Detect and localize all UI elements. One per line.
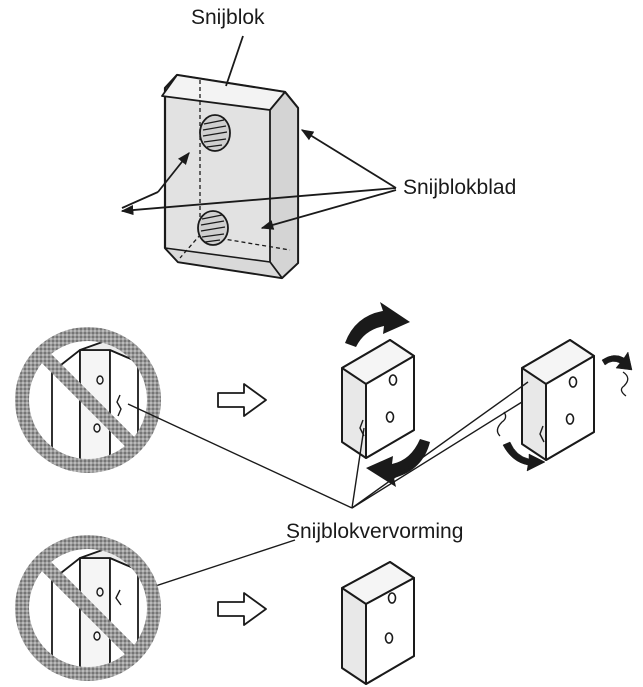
- rotate-arrow-icon: [345, 302, 430, 487]
- deformation-leader-lines: [124, 381, 529, 597]
- cutting-block-bottom: [341, 561, 415, 685]
- prohibited-icon: [15, 327, 161, 473]
- blade-pointer-arrows: [120, 129, 397, 230]
- cutting-block-rotate-b: [521, 339, 595, 461]
- label-snijblokvervorming: Snijblokvervorming: [286, 520, 463, 543]
- prohibited-icon: [15, 535, 161, 681]
- rotate-arrow-icon: [496, 351, 633, 472]
- cutting-block-main: [161, 73, 300, 280]
- arrow-right-outline-icon: [217, 383, 267, 417]
- threaded-hole-top: [199, 114, 231, 152]
- cutting-block-rotate-a: [341, 339, 415, 459]
- threaded-hole-bottom: [197, 210, 229, 246]
- label-snijblok: Snijblok: [191, 6, 265, 29]
- leader-snijblok: [225, 35, 244, 87]
- arrow-right-outline-icon: [217, 592, 267, 626]
- label-snijblokblad: Snijblokblad: [403, 176, 516, 199]
